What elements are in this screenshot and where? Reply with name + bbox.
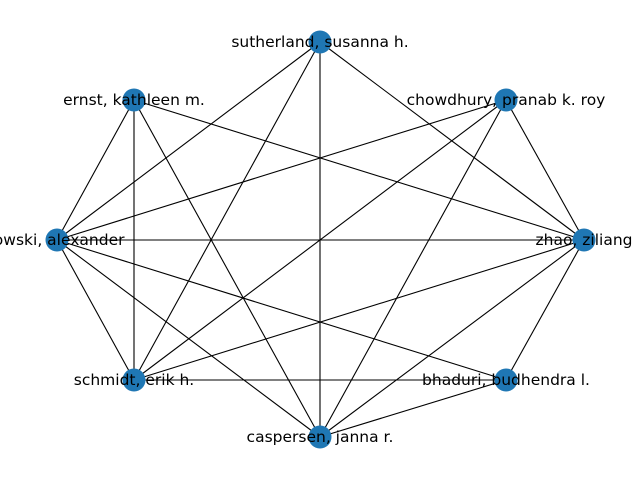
- edge-zhao-ernst: [133, 99, 585, 241]
- node-label-sutherland: sutherland, susanna h.: [231, 33, 408, 51]
- edge-zhao-caspersen: [319, 239, 585, 438]
- edge-sutherland-lowski: [56, 41, 321, 241]
- edge-bhaduri-lowski: [56, 239, 507, 381]
- node-zhao: [572, 228, 596, 252]
- node-label-schmidt: schmidt, erik h.: [74, 371, 194, 389]
- edge-caspersen-ernst: [133, 99, 321, 438]
- node-label-caspersen: caspersen, janna r.: [247, 428, 394, 446]
- node-layer: [45, 30, 596, 449]
- edge-schmidt-lowski: [56, 239, 135, 381]
- edge-layer: [56, 41, 585, 438]
- node-lowski: [45, 228, 69, 252]
- edge-zhao-schmidt: [133, 239, 585, 381]
- edge-chowdhury-lowski: [56, 99, 507, 241]
- edge-bhaduri-caspersen: [319, 379, 507, 438]
- label-layer: sutherland, susanna h. chowdhury, pranab …: [0, 33, 633, 446]
- node-schmidt: [122, 368, 146, 392]
- edge-lowski-ernst: [56, 99, 135, 241]
- node-bhaduri: [494, 368, 518, 392]
- edge-sutherland-schmidt: [133, 41, 321, 381]
- node-sutherland: [308, 30, 332, 54]
- node-chowdhury: [494, 88, 518, 112]
- edge-zhao-bhaduri: [505, 239, 585, 381]
- node-ernst: [122, 88, 146, 112]
- edge-chowdhury-caspersen: [319, 99, 507, 438]
- edge-caspersen-lowski: [56, 239, 321, 438]
- node-caspersen: [308, 425, 332, 449]
- node-label-lowski: lowski, alexander: [0, 231, 125, 249]
- node-label-zhao: zhao, ziliang: [535, 231, 632, 249]
- edge-chowdhury-zhao: [505, 99, 585, 241]
- node-label-ernst: ernst, kathleen m.: [63, 91, 205, 109]
- node-label-bhaduri: bhaduri, budhendra l.: [422, 371, 590, 389]
- node-label-chowdhury: chowdhury, pranab k. roy: [407, 91, 606, 109]
